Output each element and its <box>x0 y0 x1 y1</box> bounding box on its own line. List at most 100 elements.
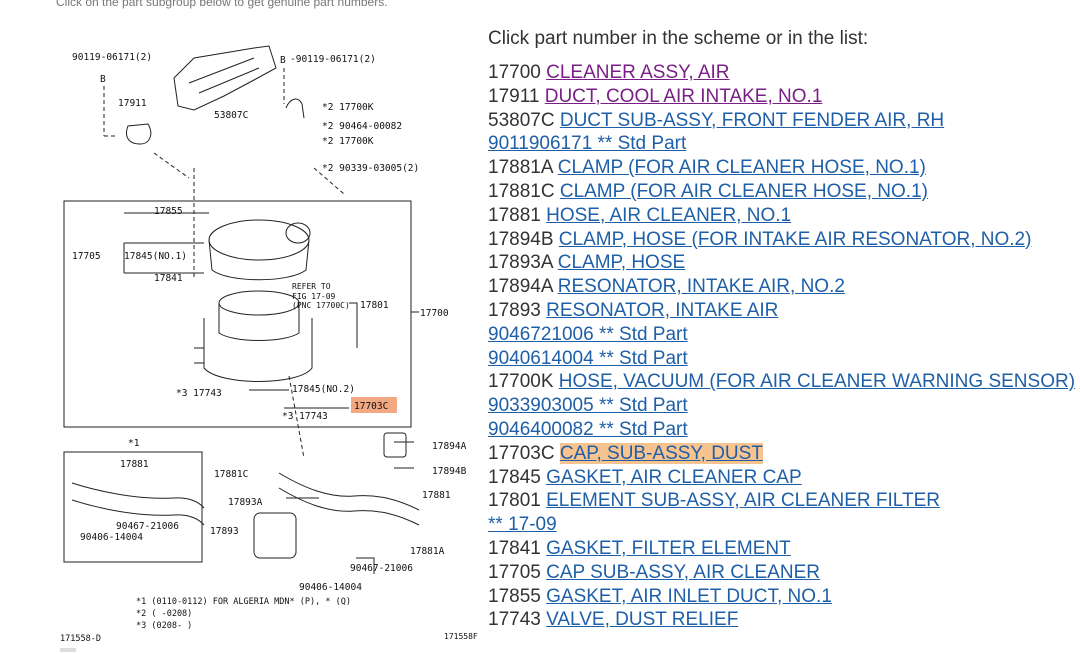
part-name-link[interactable]: VALVE, DUST RELIEF <box>546 609 739 631</box>
part-number: 53807C <box>488 109 555 131</box>
fender-duct-shape <box>173 45 277 111</box>
label-17881-inset[interactable]: 17881 <box>120 459 149 470</box>
part-name-link[interactable]: GASKET, AIR CLEANER CAP <box>546 466 802 488</box>
parts-list-row: 9011906171 ** Std Part <box>488 132 1078 156</box>
part-number: 17801 <box>488 490 541 512</box>
part-name-link[interactable]: GASKET, AIR INLET DUCT, NO.1 <box>546 585 832 607</box>
parts-list-row: 17855 GASKET, AIR INLET DUCT, NO.1 <box>488 585 1078 609</box>
resonator-shape <box>253 512 297 559</box>
label-17894A[interactable]: 17894A <box>432 441 467 452</box>
parts-list-row: ** 17-09 <box>488 513 1078 537</box>
label-refer-to: REFER TO <box>292 282 331 291</box>
hose-inset-frame <box>63 451 203 563</box>
part-name-link[interactable]: DUCT, COOL AIR INTAKE, NO.1 <box>544 85 823 107</box>
label-17881C[interactable]: 17881C <box>214 469 248 480</box>
label-90406[interactable]: 90406-14004 <box>299 582 362 593</box>
parts-list-row: 9046400082 ** Std Part <box>488 418 1078 442</box>
parts-list-row: 17700K HOSE, VACUUM (FOR AIR CLEANER WAR… <box>488 370 1078 394</box>
parts-list-row: 17881A CLAMP (FOR AIR CLEANER HOSE, NO.1… <box>488 156 1078 180</box>
parts-diagram[interactable]: 90119-06171(2) -90119-06171(2) B B 17911… <box>54 18 484 650</box>
label-17743-b[interactable]: *3 17743 <box>282 411 328 422</box>
parts-list-row: 17841 GASKET, FILTER ELEMENT <box>488 537 1078 561</box>
part-name-link[interactable]: CLAMP (FOR AIR CLEANER HOSE, NO.1) <box>559 180 928 202</box>
part-name-link[interactable]: CLAMP (FOR AIR CLEANER HOSE, NO.1) <box>557 157 926 179</box>
part-name-link[interactable]: RESONATOR, INTAKE AIR, NO.2 <box>557 276 845 298</box>
part-name-link[interactable]: CAP, SUB-ASSY, DUST <box>559 442 763 464</box>
label-90467[interactable]: 90467-21006 <box>350 563 413 574</box>
part-name-link[interactable]: 9046400082 ** Std Part <box>488 418 688 440</box>
parts-list-row: 17881C CLAMP (FOR AIR CLEANER HOSE, NO.1… <box>488 180 1078 204</box>
label-b-right: B <box>280 55 286 66</box>
part-name-link[interactable]: 9046721006 ** Std Part <box>488 323 688 345</box>
label-53807C[interactable]: 53807C <box>214 110 248 121</box>
part-number: 17700K <box>488 371 554 393</box>
part-number: 17911 <box>488 85 540 107</box>
parts-list-row: 17845 GASKET, AIR CLEANER CAP <box>488 466 1078 490</box>
label-17743-a[interactable]: *3 17743 <box>176 388 222 399</box>
scroll-indicator <box>60 648 76 652</box>
part-name-link[interactable]: CLAMP, HOSE <box>557 252 686 274</box>
label-17881[interactable]: 17881 <box>422 490 451 501</box>
part-name-link[interactable]: 9011906171 ** Std Part <box>488 133 687 155</box>
label-90119-left[interactable]: 90119-06171(2) <box>72 52 152 63</box>
label-90467-inset[interactable]: 90467-21006 <box>116 521 179 532</box>
diagram-labels: 90119-06171(2) -90119-06171(2) B B 17911… <box>60 52 478 644</box>
subgroup-hint: Click on the part subgroup below to get … <box>56 0 388 9</box>
part-name-link[interactable]: 9040614004 ** Std Part <box>488 347 688 369</box>
label-17801[interactable]: 17801 <box>360 300 389 311</box>
label-17841[interactable]: 17841 <box>154 273 183 284</box>
parts-list-row: 17894B CLAMP, HOSE (FOR INTAKE AIR RESON… <box>488 228 1078 252</box>
note-line-3: *3 (0208- ) <box>136 621 192 631</box>
label-17703C[interactable]: 17703C <box>354 401 388 412</box>
label-17911[interactable]: 17911 <box>118 98 147 109</box>
label-90119-right[interactable]: -90119-06171(2) <box>290 54 376 65</box>
part-number: 17894A <box>488 276 553 298</box>
part-name-link[interactable]: GASKET, FILTER ELEMENT <box>546 537 791 559</box>
part-name-link[interactable]: ** 17-09 <box>488 514 557 536</box>
label-17700[interactable]: 17700 <box>420 308 449 319</box>
part-name-link[interactable]: ELEMENT SUB-ASSY, AIR CLEANER FILTER <box>546 490 940 512</box>
parts-list-row: 17801 ELEMENT SUB-ASSY, AIR CLEANER FILT… <box>488 489 1078 513</box>
parts-list-row: 17705 CAP SUB-ASSY, AIR CLEANER <box>488 561 1078 585</box>
label-fig-17-09[interactable]: FIG 17-09 <box>292 292 336 301</box>
part-name-link[interactable]: HOSE, AIR CLEANER, NO.1 <box>546 204 792 226</box>
resonator-no2-shape <box>383 432 407 458</box>
part-name-link[interactable]: CLEANER ASSY, AIR <box>546 62 730 83</box>
label-17894B[interactable]: 17894B <box>432 466 467 477</box>
diagram-id-right: 171558F <box>444 632 478 641</box>
cool-air-duct-shape <box>126 123 152 145</box>
part-number: 17703C <box>488 442 555 464</box>
part-name-link[interactable]: 9033903005 ** Std Part <box>488 395 688 417</box>
part-name-link[interactable]: DUCT SUB-ASSY, FRONT FENDER AIR, RH <box>559 109 945 131</box>
parts-list-row: 17911 DUCT, COOL AIR INTAKE, NO.1 <box>488 85 1078 109</box>
label-17893[interactable]: 17893 <box>210 526 239 537</box>
part-name-link[interactable]: RESONATOR, INTAKE AIR <box>546 299 779 321</box>
label-90464[interactable]: *2 90464-00082 <box>322 121 402 132</box>
part-number: 17855 <box>488 585 541 607</box>
part-name-link[interactable]: HOSE, VACUUM (FOR AIR CLEANER WARNING SE… <box>558 371 1076 393</box>
parts-list-panel: Click part number in the scheme or in th… <box>488 28 1078 632</box>
diagram-svg[interactable]: 90119-06171(2) -90119-06171(2) B B 17911… <box>54 18 484 650</box>
parts-list-row: 17894A RESONATOR, INTAKE AIR, NO.2 <box>488 275 1078 299</box>
part-name-link[interactable]: CLAMP, HOSE (FOR INTAKE AIR RESONATOR, N… <box>558 228 1032 250</box>
label-17845-no2[interactable]: 17845(NO.2) <box>292 384 355 395</box>
parts-list-row: 17700 CLEANER ASSY, AIR <box>488 61 1078 85</box>
label-17855[interactable]: 17855 <box>154 206 183 217</box>
label-17700K-a[interactable]: *2 17700K <box>322 102 374 113</box>
part-number: 17845 <box>488 466 541 488</box>
note-line-2: *2 ( -0208) <box>136 609 192 619</box>
label-17700K-b[interactable]: *2 17700K <box>322 136 374 147</box>
parts-list-row: 9040614004 ** Std Part <box>488 347 1078 371</box>
parts-list-row: 9033903005 ** Std Part <box>488 394 1078 418</box>
part-number: 17881 <box>488 204 541 226</box>
label-90406-inset[interactable]: 90406-14004 <box>80 532 143 543</box>
label-17705[interactable]: 17705 <box>72 251 101 262</box>
label-17845-no1[interactable]: 17845(NO.1) <box>124 251 187 262</box>
parts-list-row: 17881 HOSE, AIR CLEANER, NO.1 <box>488 204 1078 228</box>
label-17881A[interactable]: 17881A <box>410 546 445 557</box>
label-17893A[interactable]: 17893A <box>228 497 263 508</box>
part-number: 17841 <box>488 537 541 559</box>
part-name-link[interactable]: CAP SUB-ASSY, AIR CLEANER <box>546 561 820 583</box>
label-90339[interactable]: *2 90339-03005(2) <box>322 163 419 174</box>
